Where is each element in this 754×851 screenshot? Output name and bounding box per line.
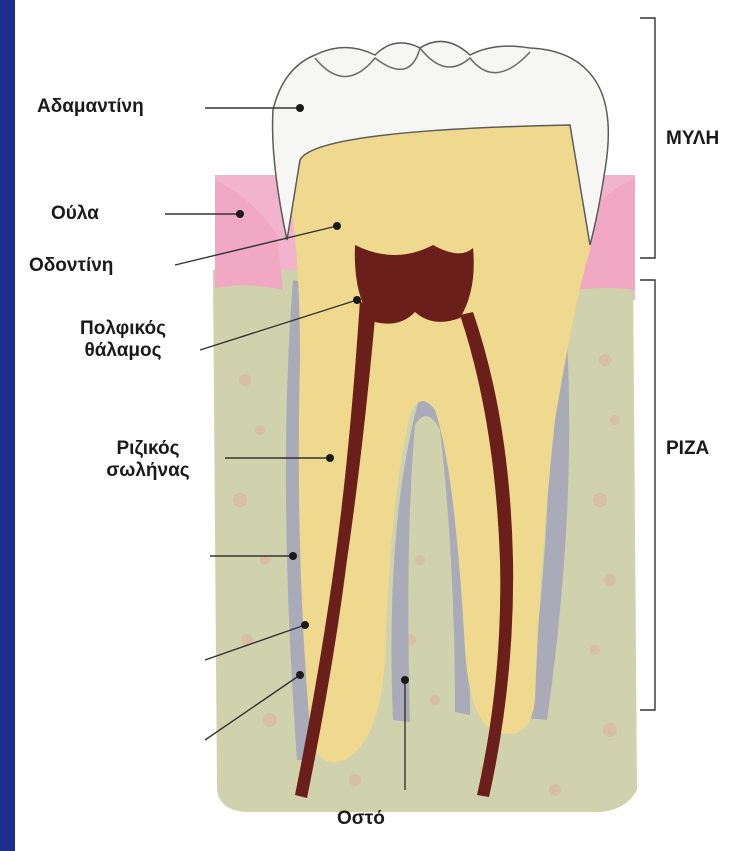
label-bone: Οστό xyxy=(337,808,385,830)
label-root: ΡΙΖΑ xyxy=(666,438,709,460)
diagram-frame: Αδαμαντίνη Ούλα Οδοντίνη Πολφικός θάλαμο… xyxy=(15,0,754,851)
label-crown: ΜΥΛΗ xyxy=(666,128,719,150)
label-pulp-chamber: Πολφικός θάλαμος xyxy=(53,318,193,362)
label-enamel: Αδαμαντίνη xyxy=(37,96,144,118)
pulp-chamber xyxy=(355,245,474,324)
label-gum: Ούλα xyxy=(51,203,99,225)
tooth-illustration xyxy=(15,0,754,851)
label-dentin: Οδοντίνη xyxy=(29,255,113,277)
label-root-canal: Ριζικός σωλήνας xyxy=(73,438,223,482)
